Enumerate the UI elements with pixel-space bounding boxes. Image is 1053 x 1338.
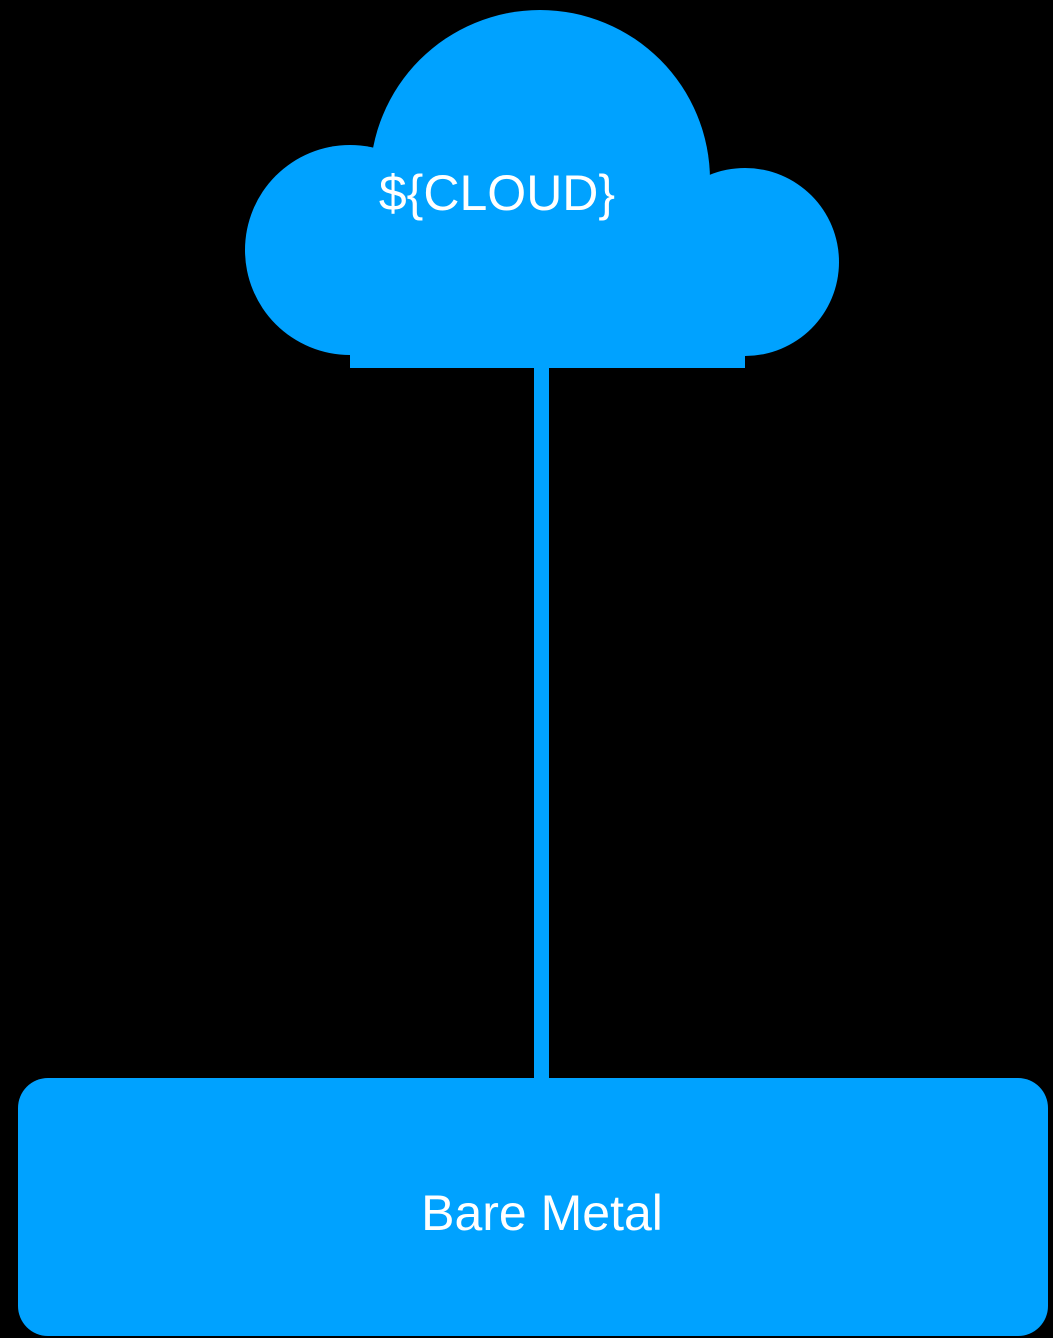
bare-metal-node: Bare Metal [18,1078,1048,1336]
bare-metal-label: Bare Metal [421,1185,663,1241]
bare-metal-box [18,1078,1048,1336]
cloud-icon [245,10,839,368]
cloud-label: ${CLOUD} [379,165,615,221]
cloud-node: ${CLOUD} [245,10,839,368]
connector-line [534,350,549,1090]
